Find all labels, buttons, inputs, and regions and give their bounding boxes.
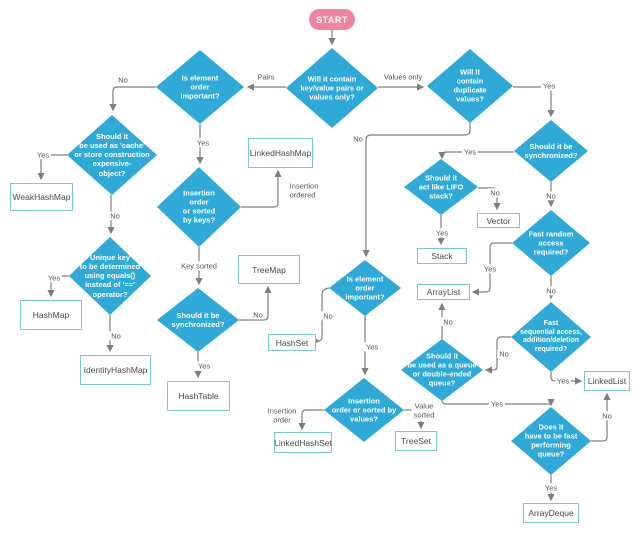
decision-label: Unique key to be determined using equals… [79,253,141,299]
decision-label: Will it contain key/value pairs or value… [300,74,364,102]
edge-label-insertion-order: Insertion order [265,406,299,426]
decision-label: Should it be synchronized? [524,141,578,160]
edge-label-yes: Yes [488,399,506,409]
decision-label: Should it be used as 'cache' or store co… [74,132,150,178]
edge-label-values-only: Values only [381,72,425,82]
decision-insertion-or-values: Insertion order or sorted by values? [324,378,404,442]
decision-cache-object: Should it be used as 'cache' or store co… [67,115,157,195]
edge-label-insertion-ordered: Insertion ordered [287,181,321,201]
decision-order-important-map: Is element order important? [156,50,244,124]
result-arraydeque: ArrayDeque [523,503,579,523]
edge-label-no: No [497,349,511,359]
decision-queue-deque: Should it be used as a queue or double-e… [401,339,483,401]
decision-fast-sequential: Fast sequential access, addition/deletio… [511,302,591,372]
result-label: ArrayDeque [528,508,574,518]
edge-label-yes: Yes [461,147,479,157]
edge-label-yes: Yes [433,228,451,238]
edge-yes-sync-list [438,151,514,160]
result-label: HashTable [178,391,219,401]
result-vector: Vector [477,213,520,228]
start-node: START [309,9,355,30]
decision-order-important-set: Is element order important? [329,260,401,316]
edge-label-no: No [544,286,558,296]
decision-label: Will it contain duplicate values? [453,67,487,105]
result-label: TreeSet [401,436,431,446]
result-hashset: HashSet [268,334,316,351]
edge-label-no: No [600,411,614,421]
edge-label-no: No [321,311,335,321]
result-label: HashSet [275,337,309,348]
edge-label-no: No [441,317,455,327]
edge-label-pairs: Pairs [255,72,277,82]
result-weakhashmap: WeakHashMap [10,183,73,211]
edge-label-yes: Yes [554,376,572,386]
result-linkedhashset: LinkedHashSet [274,432,332,453]
edge-label-yes: Yes [363,342,381,352]
edge-no-sync-map [239,285,272,321]
result-label: HashMap [32,310,70,320]
result-label: LinkedHashSet [274,437,332,448]
decision-label: Should it be synchronized? [171,310,225,329]
result-label: ArrayList [426,287,461,297]
result-label: WeakHashMap [12,192,71,202]
decision-label: Insertion order or sorted by keys? [182,188,216,226]
decision-label: Is element order important? [345,274,385,302]
decision-label: Is element order important? [180,73,220,101]
edge-label-yes: Yes [481,264,499,274]
result-linkedhashmap: LinkedHashMap [248,138,313,168]
decision-duplicate-values: Will it contain duplicate values? [427,49,513,123]
edge-no-order-set [313,287,330,345]
result-identityhashmap: IdentityHashMap [80,355,151,385]
decision-pairs-or-values: Will it contain key/value pairs or value… [286,48,378,128]
edge-label-no: No [108,211,122,221]
edge-label-no: No [488,188,502,198]
result-hashmap: HashMap [20,300,82,330]
result-label: Vector [486,215,511,226]
result-arraylist: ArrayList [417,284,470,300]
edge-label-no: No [251,310,265,320]
result-linkedlist: LinkedList [584,371,630,391]
edge-label-yes: Yes [34,150,52,160]
edge-label-no: No [109,331,123,341]
decision-synchronized-list: Should it be synchronized? [514,120,588,182]
result-label: LinkedList [587,376,627,386]
edge-label-yes: Yes [45,273,63,283]
result-stack: Stack [417,248,467,264]
edge-insertion-order [298,409,324,431]
result-label: Stack [431,251,453,261]
decision-insertion-or-keys: Insertion order or sorted by keys? [157,167,241,247]
decision-lifo-stack: Should it act like LIFO stack? [404,159,478,215]
decision-synchronized-map: Should it be synchronized? [157,288,239,352]
edge-label-no: No [116,75,130,85]
decision-fast-random-access: Fast random access required? [512,210,590,276]
edge-no-sequential [484,336,511,374]
edge-no-duplicates [362,123,471,258]
edge-insertion-ordered [241,169,282,208]
decision-label: Should it act like LIFO stack? [418,173,464,201]
decision-label: Should it be used as a queue or double-e… [407,351,477,389]
result-label: TreeMap [252,264,286,275]
result-hashtable: HashTable [167,381,230,411]
edge-label-no: No [544,191,558,201]
edge-label-yes: Yes [540,81,558,91]
result-label: IdentityHashMap [83,365,148,375]
decision-label: Fast sequential access, addition/deletio… [520,319,582,353]
edge-label-yes: Yes [195,361,213,371]
result-label: LinkedHashMap [249,148,312,158]
edge-label-no: No [351,134,365,144]
decision-fast-queue: Does it have to be fast performing queue… [511,407,591,475]
decision-unique-key-equals: Unique key to be determined using equals… [69,237,151,315]
result-treeset: TreeSet [395,431,437,451]
edge-label-yes: Yes [194,138,212,148]
edge-label-yes: Yes [542,483,560,493]
decision-label: Insertion order or sorted by values? [331,396,397,424]
edge-label-key-sorted: Key sorted [179,261,219,271]
edge-label-value-sorted: Value sorted [411,401,437,421]
decision-label: Fast random access required? [528,229,574,257]
decision-label: Does it have to be fast performing queue… [524,422,578,460]
edge-no-order-map [109,86,156,112]
edge-no-fast-queue [591,392,611,442]
result-treemap: TreeMap [238,255,300,284]
